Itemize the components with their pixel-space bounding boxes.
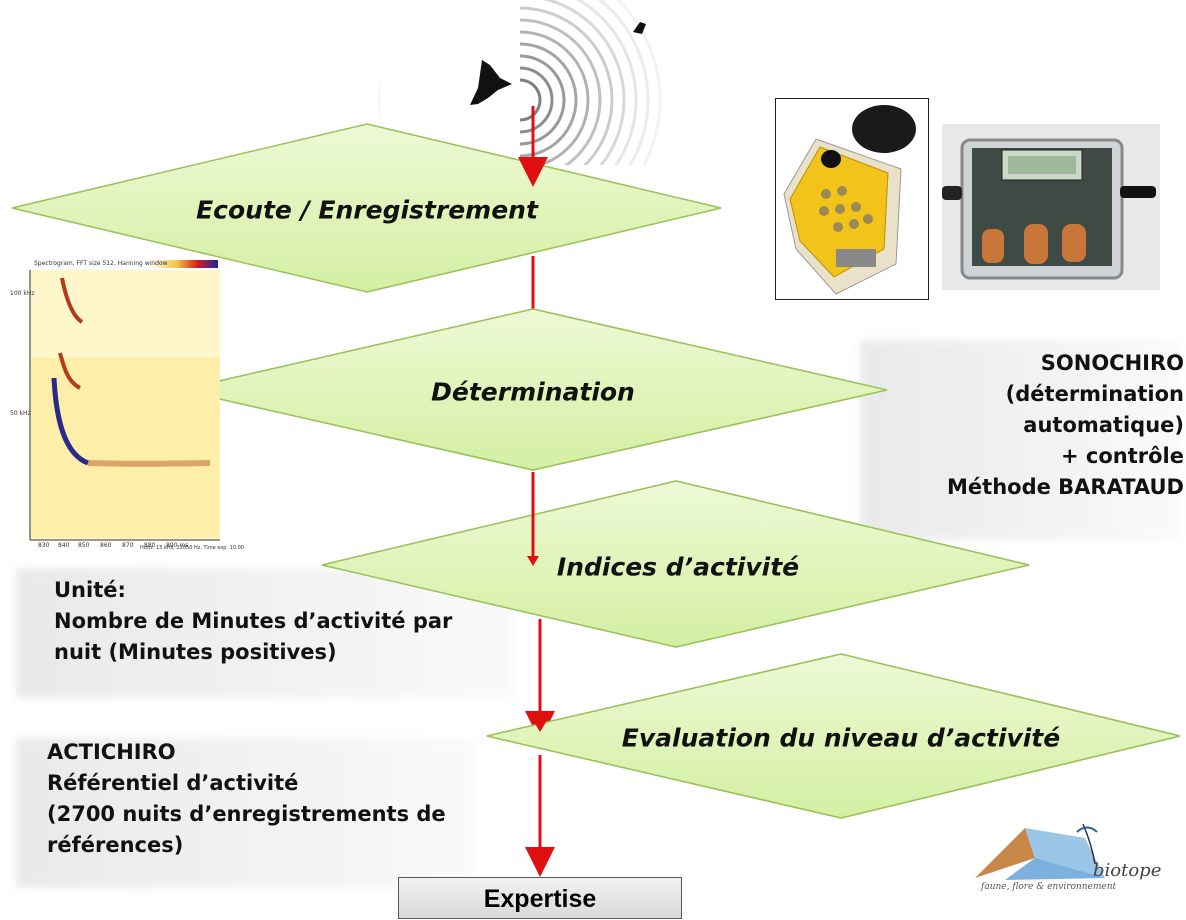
unite-text: Unité: Nombre de Minutes d’activité par … — [54, 575, 452, 668]
biotope-logo: biotope faune, flore & environnement — [965, 818, 1175, 898]
actichiro-line: ACTICHIRO — [47, 740, 176, 764]
actichiro-line: références) — [47, 833, 184, 857]
spectrogram-x-tick: 870 — [122, 542, 134, 549]
spectrogram-x-tick: 880 — [144, 542, 156, 549]
step-ecoute-label: Ecoute / Enregistrement — [196, 195, 538, 225]
actichiro-line: Référentiel d’activité — [47, 771, 299, 795]
sonochiro-line: + contrôle — [1061, 444, 1184, 468]
spectrogram-y-tick: 50 kHz — [10, 410, 31, 417]
detector-photo-yellow — [775, 98, 929, 300]
spectrogram-x-tick: 860 — [100, 542, 112, 549]
step-evaluation-label: Evaluation du niveau d’activité — [621, 723, 1061, 753]
logo-word: biotope — [1093, 860, 1162, 881]
step-determination-label: Détermination — [431, 377, 635, 407]
actichiro-line: (2700 nuits d’enregistrements de — [47, 802, 446, 826]
detector-photo-board — [942, 124, 1160, 290]
expertise-box: Expertise — [398, 877, 682, 919]
sonochiro-line: (détermination — [1005, 382, 1184, 406]
spectrogram-image: Spectrogram, FFT size 512, Hanning windo… — [10, 258, 244, 553]
sonochiro-text: SONOCHIRO (détermination automatique) + … — [947, 348, 1184, 503]
unite-line: Unité: — [54, 578, 126, 602]
spectrogram-x-tick: 840 — [58, 542, 70, 549]
spectrogram-x-tick: 890 ms — [166, 542, 189, 549]
sonochiro-line: SONOCHIRO — [1040, 351, 1184, 375]
step-indices-label: Indices d’activité — [556, 552, 800, 582]
spectrogram-y-tick: 100 kHz — [10, 290, 35, 297]
spectrogram-title: Spectrogram, FFT size 512, Hanning windo… — [34, 260, 168, 267]
actichiro-text: ACTICHIRO Référentiel d’activité (2700 n… — [47, 737, 446, 861]
spectrogram-footer: Horiz. 15 kHz, 22050 Hz, Time exp. 10.00 — [140, 545, 244, 551]
sonochiro-shadow — [860, 340, 1180, 540]
logo-tagline: faune, flore & environnement — [981, 882, 1117, 892]
actichiro-shadow — [16, 738, 476, 888]
sonochiro-line: Méthode BARATAUD — [947, 475, 1184, 499]
spectrogram-x-tick: 850 — [78, 542, 90, 549]
unite-line: Nombre de Minutes d’activité par — [54, 609, 453, 633]
moth-icon — [633, 22, 646, 34]
unite-line: nuit (Minutes positives) — [54, 640, 337, 664]
bat-icon — [470, 60, 512, 105]
spectrogram-x-tick: 830 — [38, 542, 50, 549]
sonochiro-line: automatique) — [1023, 413, 1184, 437]
